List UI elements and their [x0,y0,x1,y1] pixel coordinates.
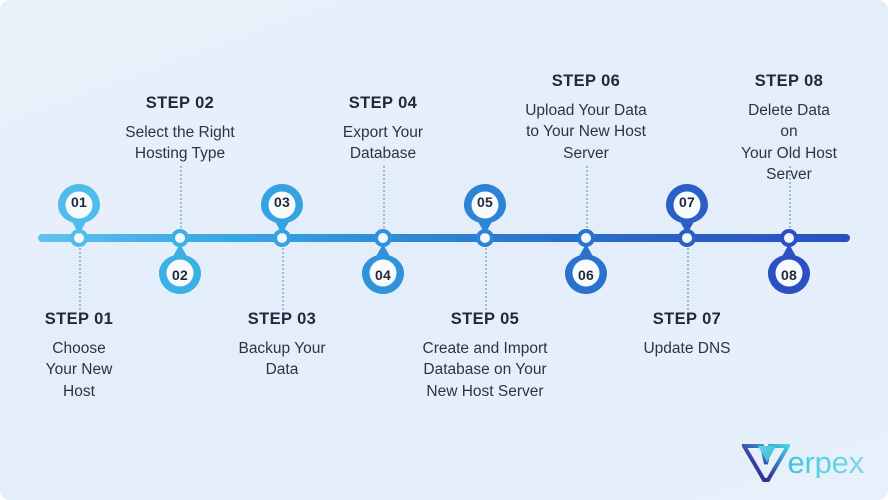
step-title: STEP 06 [551,72,621,90]
step-pin-number: 06 [578,267,594,283]
step-text-block-07: STEP 07 Update DNS [643,310,730,359]
step-description-line: Database [349,145,417,163]
step-description-line: Delete Data on [748,102,830,141]
step-description-line: Export Your [342,124,424,141]
step-description-line: Hosting Type [134,145,226,163]
step-pin-number: 02 [172,267,188,283]
step-pin-04[interactable]: 04 [360,242,406,296]
step-connector-01 [79,248,81,310]
step-pin-number: 07 [679,194,695,210]
step-description-line: Update DNS [643,340,731,357]
step-connector-08 [789,166,791,228]
step-pin-02[interactable]: 02 [157,242,203,296]
step-pin-01[interactable]: 01 [56,182,102,236]
step-title: STEP 05 [450,310,520,328]
step-title: STEP 03 [247,310,317,328]
step-description-line: Data [265,361,299,379]
step-pin-03[interactable]: 03 [259,182,305,236]
step-description-line: Server [766,166,812,184]
step-description: Update DNS [643,338,730,359]
step-description-line: New Host Server [426,382,544,400]
brand-logo[interactable]: erpex [742,442,864,482]
step-description-line: Database on Your [423,361,547,379]
step-description-line: Create and Import [422,340,548,357]
step-description-line: Upload Your Data [525,102,647,119]
step-description-line: Your New [45,361,113,379]
verpex-v-logomark-icon [742,444,791,482]
step-pin-05[interactable]: 05 [462,182,508,236]
step-pin-number: 01 [71,194,87,210]
step-pin-number: 04 [375,267,391,283]
timeline-axis [38,234,850,242]
step-connector-07 [687,248,689,310]
step-title: STEP 01 [44,310,114,328]
step-description-line: Select the Right [125,124,235,141]
step-title: STEP 08 [754,72,824,90]
step-description-line: Server [563,144,609,162]
step-connector-02 [180,166,182,228]
step-connector-05 [485,248,487,310]
step-description-line: Your Old Host [741,144,837,162]
step-description-line: Choose [52,340,106,357]
step-title: STEP 04 [348,94,418,112]
step-pin-08[interactable]: 08 [766,242,812,296]
step-pin-number: 08 [781,267,797,283]
step-pin-06[interactable]: 06 [563,242,609,296]
step-title: STEP 07 [652,310,722,328]
brand-name: erpex [787,444,864,480]
step-connector-06 [586,166,588,228]
step-pin-number: 03 [274,194,290,210]
step-description-line: to Your New Host [526,123,646,141]
step-connector-03 [282,248,284,310]
step-description-line: Host [63,382,95,400]
step-connector-04 [383,166,385,228]
step-pin-07[interactable]: 07 [664,182,710,236]
step-description-line: Backup Your [238,340,326,357]
step-title: STEP 02 [145,94,215,112]
step-pin-number: 05 [477,194,493,210]
